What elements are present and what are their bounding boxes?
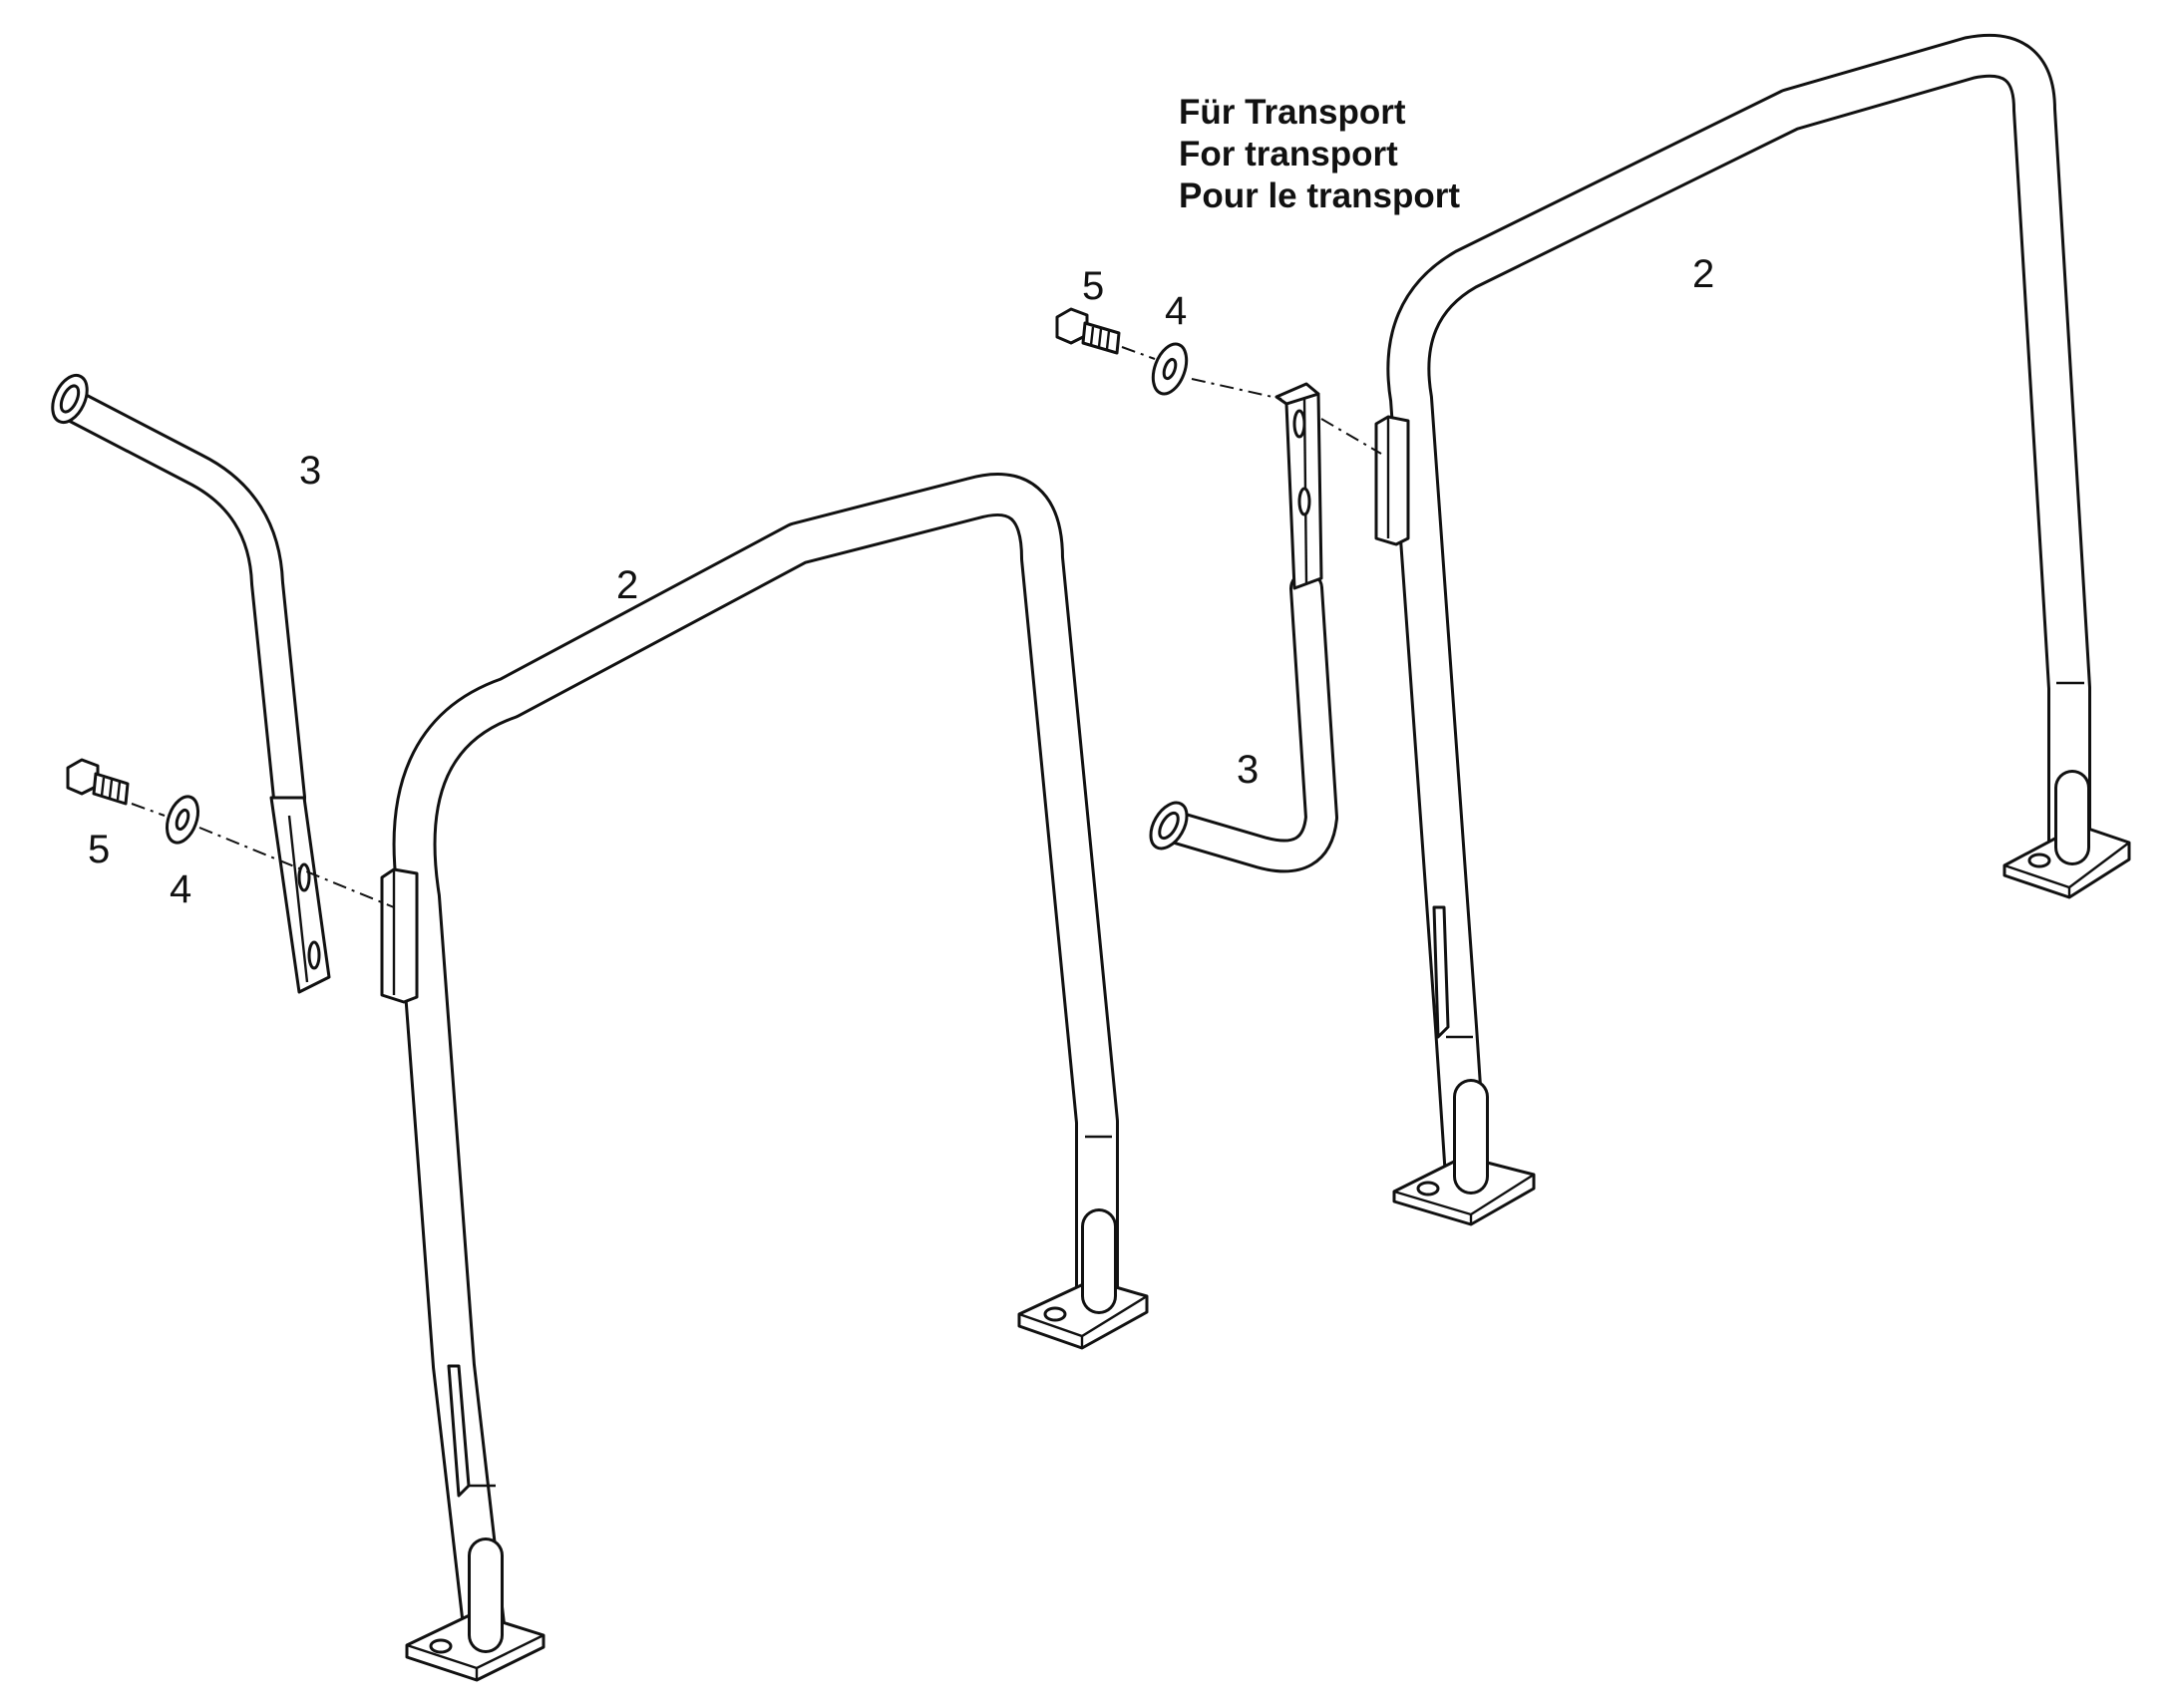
left-washer: [165, 795, 200, 845]
callout-left-washer: 4: [170, 867, 191, 911]
right-frame-foot-front: [1392, 1079, 1536, 1226]
right-assembly: [1055, 33, 2131, 1226]
right-bolt: [1055, 307, 1121, 355]
left-frame: [380, 473, 1149, 1682]
left-frame-foot-back: [1017, 1208, 1149, 1350]
right-brace: [1149, 382, 1338, 873]
note-line-de: Für Transport: [1179, 93, 1406, 132]
right-frame-foot-back: [2002, 770, 2131, 899]
transport-note: Für Transport For transport Pour le tran…: [1179, 93, 1460, 215]
right-frame: [1374, 33, 2131, 1226]
callout-right-washer: 4: [1165, 289, 1187, 333]
note-line-fr: Pour le transport: [1179, 176, 1460, 215]
left-bolt: [66, 758, 130, 806]
callout-left-bolt: 5: [88, 828, 110, 871]
callout-right-brace: 3: [1237, 748, 1259, 792]
left-frame-foot-front: [405, 1537, 545, 1682]
callout-left-frame: 2: [616, 563, 638, 607]
note-line-en: For transport: [1179, 135, 1398, 173]
right-alignment-line: [1121, 346, 1382, 455]
left-alignment-line: [131, 803, 395, 908]
right-washer: [1151, 342, 1189, 396]
left-assembly: [51, 373, 1149, 1682]
callout-left-brace: 3: [299, 449, 321, 493]
callout-right-frame: 2: [1692, 252, 1714, 296]
left-brace: [51, 373, 331, 994]
callout-right-bolt: 5: [1082, 264, 1104, 308]
